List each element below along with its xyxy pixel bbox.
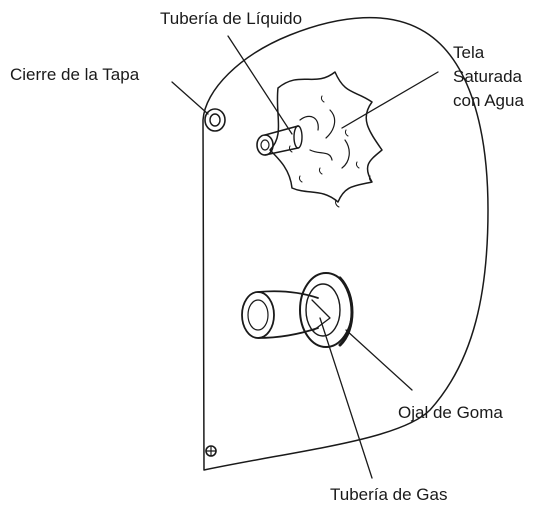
- label-liquid-line: Tubería de Líquido: [160, 9, 302, 28]
- label-grommet: Ojal de Goma: [398, 403, 503, 422]
- leader-gas-line: [319, 317, 373, 479]
- leader-lid-latch: [171, 81, 209, 115]
- label-wet-cloth-line1: Tela: [453, 43, 485, 62]
- grommet-icon: [299, 272, 354, 348]
- leader-grommet: [345, 329, 413, 391]
- label-lid-latch: Cierre de la Tapa: [10, 65, 140, 84]
- leader-wet-cloth: [341, 71, 439, 129]
- leader-liquid-line: [227, 35, 293, 135]
- cabinet-panel-outline: [202, 16, 489, 471]
- screw-icon: [205, 445, 217, 457]
- lid-latch-icon: [204, 108, 226, 132]
- wet-cloth-icon: [269, 71, 383, 208]
- label-gas-line: Tubería de Gas: [330, 485, 448, 504]
- gas-pipe-icon: [241, 290, 331, 339]
- label-wet-cloth-line3: con Agua: [453, 91, 524, 110]
- label-wet-cloth-line2: Saturada: [453, 67, 523, 86]
- liquid-pipe-icon: [256, 125, 303, 156]
